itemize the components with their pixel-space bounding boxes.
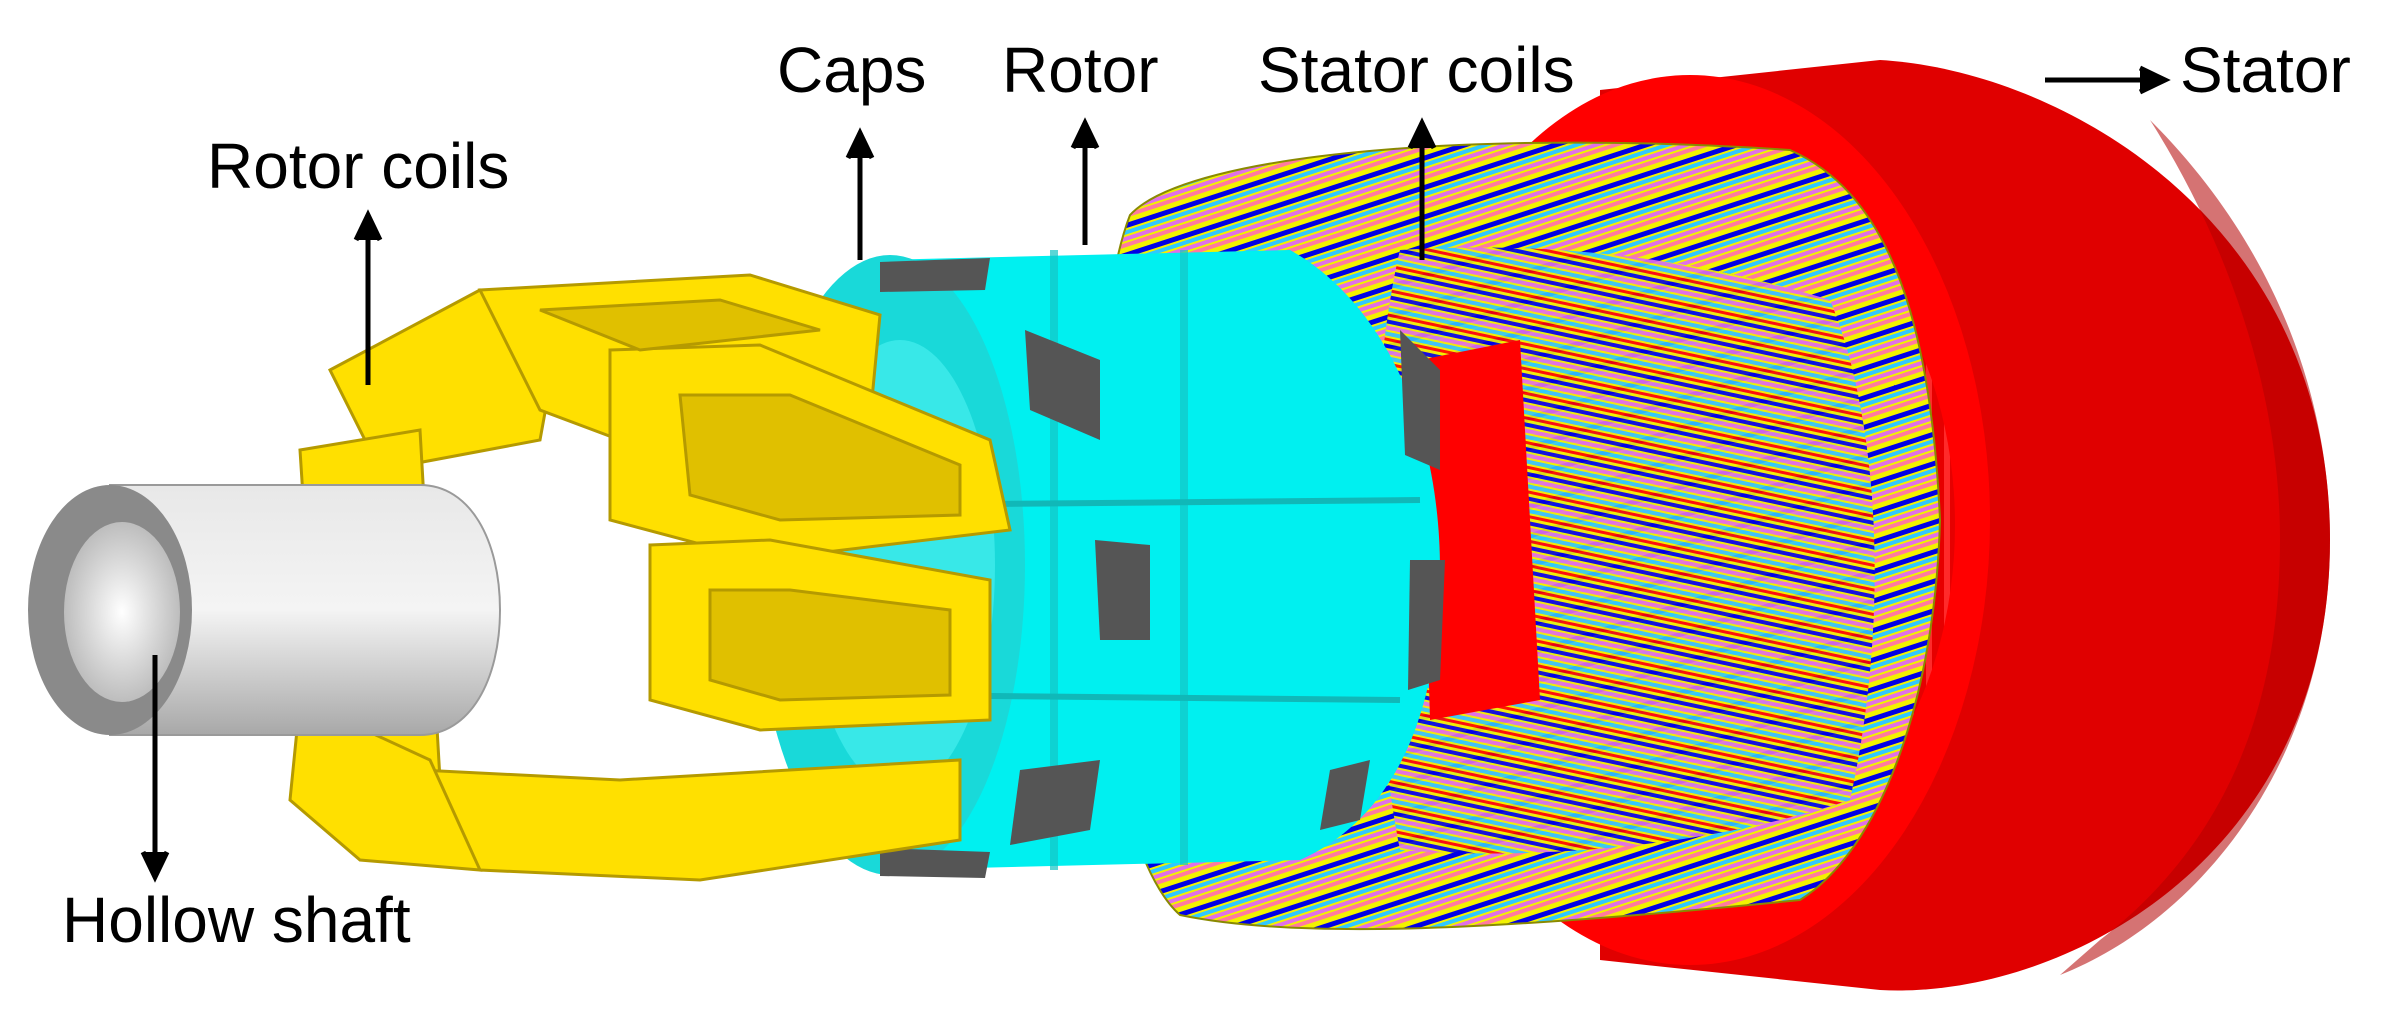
caps [880, 258, 1445, 878]
cap-4 [1400, 330, 1440, 470]
cap-3 [1095, 540, 1150, 640]
stator-shade [2060, 120, 2330, 975]
cap-6 [1010, 760, 1100, 845]
label-caps: Caps [777, 34, 927, 106]
label-hollow-shaft: Hollow shaft [62, 884, 411, 956]
hollow-shaft [28, 484, 502, 736]
cap-8 [880, 848, 990, 878]
rotor-coil-bottom-left [288, 697, 483, 872]
cap-5 [1408, 560, 1445, 690]
rotor-body [880, 250, 1440, 870]
cap-2 [1025, 330, 1100, 440]
arrows [140, 65, 2171, 883]
shaft-body [109, 484, 502, 736]
stator-core-inner [1420, 340, 1540, 720]
shaft-bore [64, 522, 180, 702]
label-stator: Stator [2180, 34, 2351, 106]
cap-7 [1320, 760, 1370, 830]
cap-1 [880, 258, 990, 292]
label-rotor: Rotor [1002, 34, 1159, 106]
label-stator-coils: Stator coils [1258, 34, 1575, 106]
label-rotor-coils: Rotor coils [207, 130, 510, 202]
